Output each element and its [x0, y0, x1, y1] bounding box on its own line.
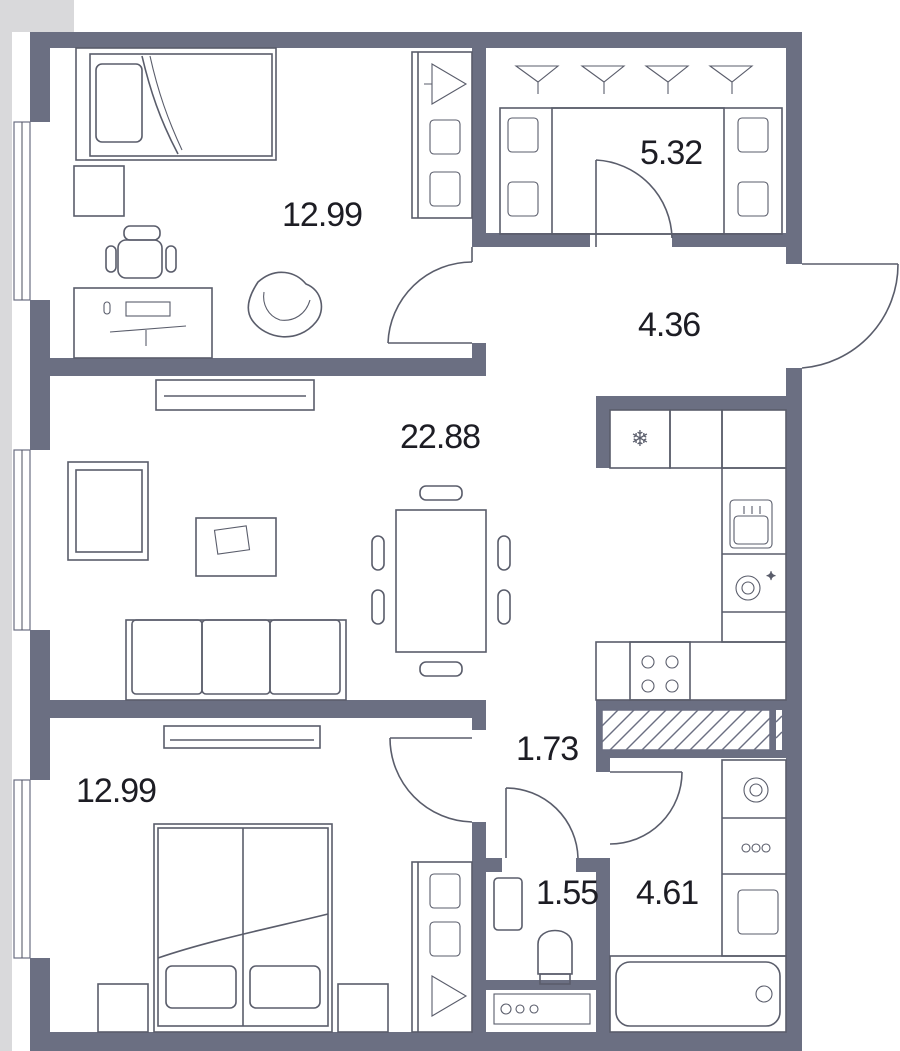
area-label-bedroom-bottom: 12.99 [76, 772, 156, 810]
doors [387, 159, 899, 859]
area-labels: 12.99 5.32 4.36 22.88 1.73 12.99 1.55 4.… [76, 134, 703, 912]
facade [0, 0, 74, 1051]
svg-text:✦: ✦ [766, 569, 776, 583]
area-label-bathroom: 4.61 [636, 874, 698, 912]
sink-icon [729, 499, 773, 549]
snowflake-icon: ❄ [631, 426, 649, 451]
area-label-living-kitchen: 22.88 [400, 418, 480, 456]
hanger-icon [424, 63, 468, 105]
bedroom-bottom-furniture [97, 725, 473, 1033]
area-label-hall: 4.36 [638, 306, 700, 344]
area-label-corridor: 1.73 [516, 730, 578, 768]
dishwasher-icon: ✦ [735, 568, 777, 601]
kitchen-furniture: ❄ ✦ [595, 409, 787, 701]
windows [13, 121, 31, 959]
area-label-wardrobe: 5.32 [640, 134, 702, 172]
boiler [493, 993, 591, 1025]
hanger-icon [514, 65, 754, 94]
area-label-bedroom-top: 12.99 [282, 196, 362, 234]
wardrobe-furniture [499, 65, 783, 235]
area-label-toilet: 1.55 [536, 874, 598, 912]
ventilation-shaft [601, 709, 783, 751]
bedroom-top-furniture [73, 47, 473, 359]
hanger-icon [431, 975, 468, 1017]
walls [30, 32, 802, 1051]
stove-icon [641, 655, 679, 693]
toilet-furniture [493, 877, 591, 1025]
washing-machine-icon [743, 777, 769, 803]
bathroom-furniture [609, 759, 787, 1033]
living-furniture [67, 379, 511, 701]
